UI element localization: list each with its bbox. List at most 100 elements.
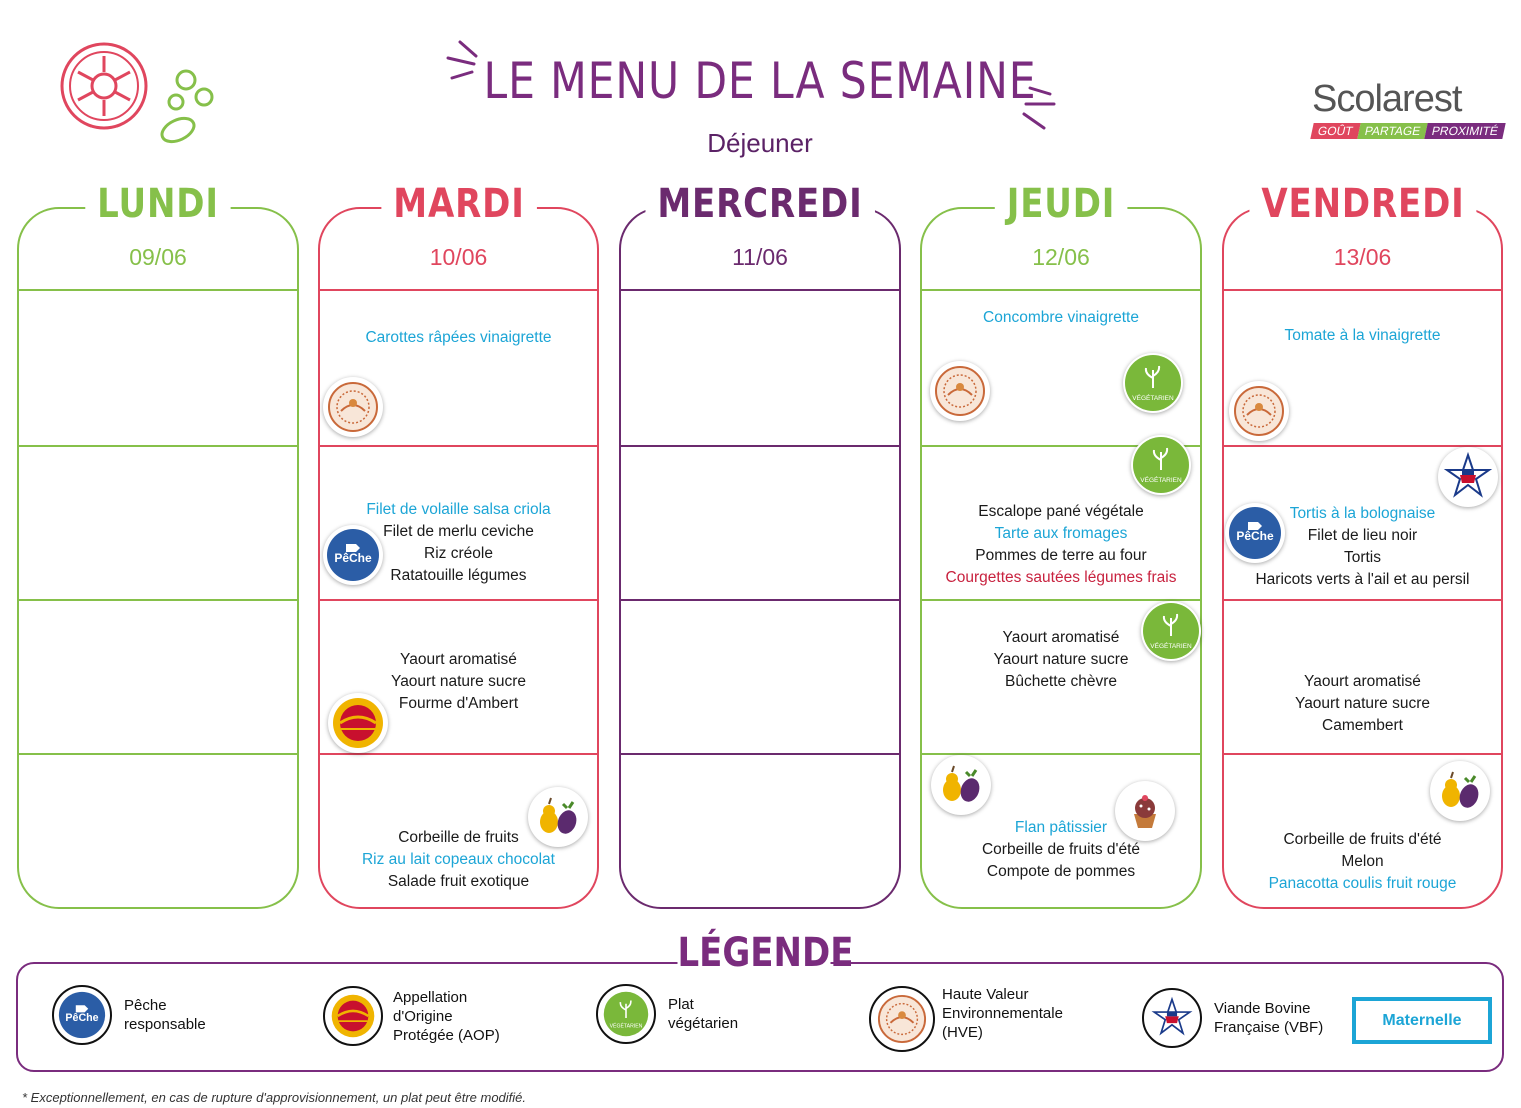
menu-item: Tarte aux fromages <box>994 525 1128 542</box>
day-name: JEUDI <box>994 181 1128 227</box>
vegetarien-badge-text: VÉGÉTARIEN <box>1132 393 1174 402</box>
hve-icon <box>1229 381 1289 441</box>
legend-item-vegetarien: VÉGÉTARIEN Plat végétarien <box>596 984 738 1044</box>
menu-item: Salade fruit exotique <box>387 873 530 890</box>
legend-label: Appellation d'Origine Protégée (AOP) <box>393 988 500 1044</box>
dessert-section: Corbeille de fruits Riz au lait copeaux … <box>320 827 597 893</box>
day-name: LUNDI <box>85 181 231 227</box>
menu-item: Corbeille de fruits <box>398 829 519 846</box>
maternelle-button[interactable]: Maternelle <box>1352 997 1492 1044</box>
legend-item-peche: PêChe Pêche responsable <box>52 985 206 1045</box>
day-name: VENDREDI <box>1248 181 1477 227</box>
peche-responsable-icon: PêChe <box>323 525 383 585</box>
day-card-jeudi: JEUDI 12/06 Concombre vinaigrette VÉGÉTA… <box>920 181 1202 909</box>
laitage-section: Yaourt aromatisé Yaourt nature sucre Fou… <box>320 649 597 715</box>
divider <box>922 599 1200 601</box>
menu-item: Haricots verts à l'ail et au persil <box>1255 571 1470 588</box>
divider <box>19 445 297 447</box>
divider <box>621 445 899 447</box>
day-name: MARDI <box>380 181 537 227</box>
day-date: 13/06 <box>1333 244 1392 270</box>
legend-label: Haute Valeur Environnementale (HVE) <box>942 985 1063 1041</box>
peche-badge-text: PêChe <box>65 1012 98 1024</box>
divider <box>922 445 1200 447</box>
menu-item: Yaourt nature sucre <box>993 651 1129 668</box>
plat-section: Escalope pané végétale Tarte aux fromage… <box>922 501 1200 589</box>
tomato-decoration-icon <box>60 42 214 144</box>
menu-item: Yaourt nature sucre <box>1295 695 1430 712</box>
day-date: 12/06 <box>1032 244 1090 270</box>
menu-item: Flan pâtissier <box>1014 819 1108 836</box>
menu-item: Ratatouille légumes <box>390 567 527 584</box>
divider <box>320 599 597 601</box>
divider <box>922 289 1200 291</box>
hve-icon <box>869 986 935 1052</box>
vegetarien-badge-text: VÉGÉTARIEN <box>610 1022 643 1029</box>
menu-item: Yaourt aromatisé <box>1002 629 1120 646</box>
divider <box>320 289 597 291</box>
vegetarien-icon: VÉGÉTARIEN <box>596 984 656 1044</box>
legend-label: Plat végétarien <box>668 996 739 1032</box>
vegetarien-icon: VÉGÉTARIEN <box>1131 435 1191 495</box>
divider <box>1224 599 1501 601</box>
divider <box>19 289 297 291</box>
logo-tag-gout: GOÛT <box>1310 123 1361 139</box>
day-card-mercredi: MERCREDI 11/06 <box>619 181 901 909</box>
menu-item: Tomate à la vinaigrette <box>1284 327 1441 344</box>
meal-subtitle: Déjeuner <box>707 128 813 158</box>
dessert-section: Corbeille de fruits d'été Melon Panacott… <box>1224 829 1501 895</box>
menu-item: Tortis à la bolognaise <box>1289 505 1436 522</box>
menu-item: Bûchette chèvre <box>1004 673 1117 690</box>
dessert-section: Flan pâtissier Corbeille de fruits d'été… <box>922 817 1200 883</box>
plat-section: Filet de volaille salsa criola Filet de … <box>320 499 597 587</box>
legend-title: LÉGENDE <box>677 930 854 976</box>
entree-section: Concombre vinaigrette <box>922 305 1200 331</box>
day-name: MERCREDI <box>645 181 875 227</box>
menu-item: Camembert <box>1322 717 1403 734</box>
title-flourish-left-icon <box>446 40 478 80</box>
day-date: 09/06 <box>129 244 187 270</box>
plat-section: Tortis à la bolognaise Filet de lieu noi… <box>1224 503 1501 591</box>
divider <box>320 445 597 447</box>
day-card-lundi: LUNDI 09/06 <box>17 181 299 909</box>
logo-wordmark: Scolarest <box>1312 78 1462 120</box>
menu-item: Yaourt nature sucre <box>391 673 526 690</box>
divider <box>621 599 899 601</box>
menu-item: Yaourt aromatisé <box>400 651 517 668</box>
menu-item: Filet de volaille salsa criola <box>366 501 551 518</box>
menu-item: Corbeille de fruits d'été <box>1283 831 1442 848</box>
vegetarien-badge-text: VÉGÉTARIEN <box>1140 475 1182 484</box>
fruits-icon <box>1430 761 1490 821</box>
menu-item: Carottes râpées vinaigrette <box>365 329 552 346</box>
peche-responsable-icon: PêChe <box>52 985 112 1045</box>
legend-item-aop: Appellation d'Origine Protégée (AOP) <box>323 986 500 1046</box>
scolarest-logo: Scolarest GOÛT PARTAGE PROXIMITÉ <box>1310 78 1506 139</box>
hve-icon <box>323 377 383 437</box>
vegetarien-badge-text: VÉGÉTARIEN <box>1150 641 1192 650</box>
logo-tagline: GOÛT PARTAGE PROXIMITÉ <box>1310 123 1506 139</box>
menu-item: Courgettes sautées légumes frais <box>945 569 1177 586</box>
logo-tag-partage: PARTAGE <box>1356 123 1428 139</box>
day-card-mardi: MARDI 10/06 Carottes râpées vinaigrette … <box>318 181 599 909</box>
menu-item: Pommes de terre au four <box>975 547 1147 564</box>
menu-item: Panacotta coulis fruit rouge <box>1268 875 1457 892</box>
menu-item: Riz créole <box>424 545 493 562</box>
vbf-icon <box>1142 988 1202 1048</box>
footnote: * Exceptionnellement, en cas de rupture … <box>22 1090 527 1105</box>
vegetarien-icon: VÉGÉTARIEN <box>1141 601 1201 661</box>
legend-item-vbf: Viande Bovine Française (VBF) <box>1142 988 1323 1048</box>
day-date: 11/06 <box>732 244 788 270</box>
menu-item: Fourme d'Ambert <box>398 695 519 712</box>
aop-icon <box>323 986 383 1046</box>
legend-item-hve: Haute Valeur Environnementale (HVE) <box>869 986 1063 1052</box>
aop-icon <box>328 693 388 753</box>
laitage-section: Yaourt aromatisé Yaourt nature sucre Bûc… <box>922 627 1200 693</box>
peche-badge-text: PêChe <box>1236 529 1274 543</box>
divider <box>19 599 297 601</box>
logo-tag-proximite: PROXIMITÉ <box>1424 123 1506 139</box>
title-flourish-right-icon <box>1022 86 1056 130</box>
vbf-icon <box>1438 447 1498 507</box>
menu-item: Corbeille de fruits d'été <box>981 841 1141 858</box>
day-date: 10/06 <box>429 244 488 270</box>
menu-item: Melon <box>1341 853 1384 870</box>
